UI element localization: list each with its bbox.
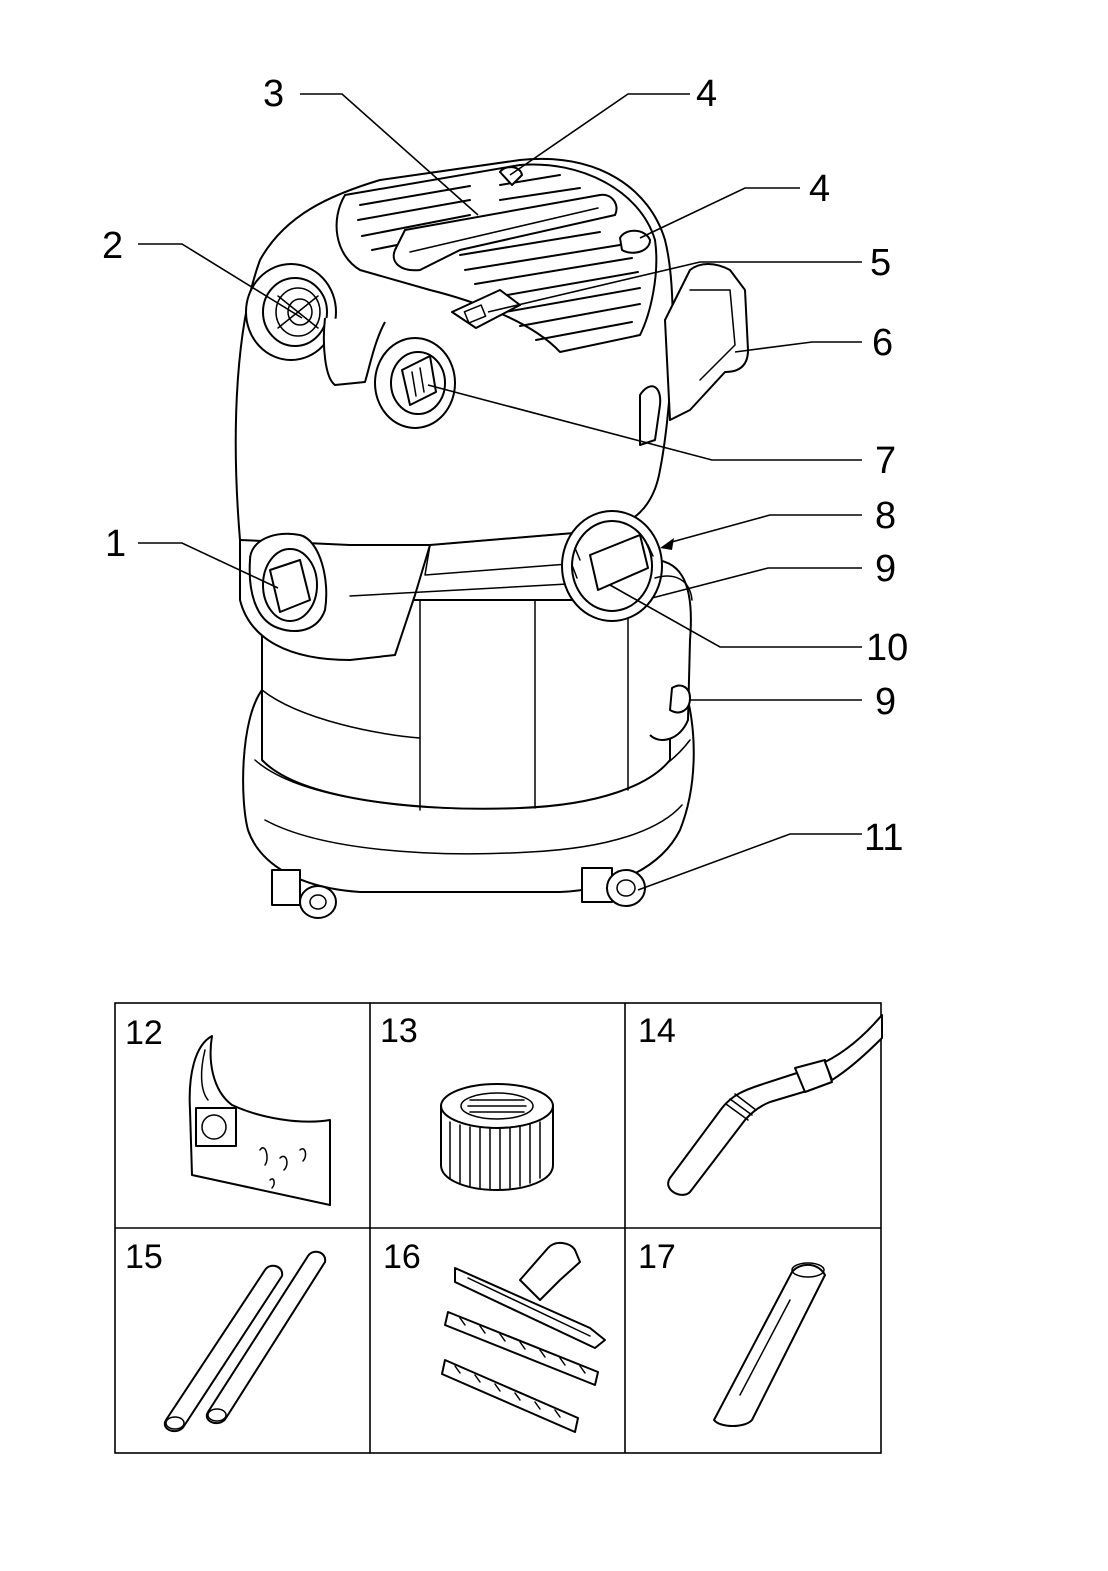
callout-4-right: 4 (809, 168, 830, 210)
callout-11: 11 (864, 817, 903, 859)
suction-tubes-icon (165, 1252, 325, 1431)
callout-6: 6 (872, 322, 893, 364)
castor-right (582, 868, 645, 906)
callout-10: 10 (866, 627, 908, 669)
callout-3: 3 (263, 73, 284, 115)
callout-2: 2 (102, 225, 123, 267)
accessory-number-16: 16 (383, 1238, 421, 1276)
callout-9-upper: 9 (875, 548, 896, 590)
callout-8: 8 (875, 495, 896, 537)
accessory-number-15: 15 (125, 1238, 163, 1276)
rotary-switch (375, 338, 455, 428)
accessories-grid: 12 13 14 15 16 17 (115, 1003, 882, 1453)
suction-connection (250, 534, 327, 631)
callout-4-top: 4 (696, 73, 717, 115)
filter-lock-knob (562, 511, 662, 621)
accessory-number-14: 14 (638, 1012, 676, 1050)
rear-push-handle (665, 264, 748, 420)
suction-hose-icon (668, 1015, 882, 1195)
filter-bag-icon (190, 1036, 330, 1205)
callout-9-lower: 9 (875, 681, 896, 723)
accessory-number-12: 12 (125, 1014, 163, 1052)
cartridge-filter-icon (441, 1084, 553, 1190)
accessory-number-17: 17 (638, 1238, 676, 1276)
accessory-number-13: 13 (380, 1012, 418, 1050)
callout-5: 5 (870, 242, 891, 284)
callout-7: 7 (875, 440, 896, 482)
crevice-nozzle-icon (714, 1263, 825, 1426)
vacuum-cleaner-illustration (236, 159, 748, 918)
floor-nozzle-icon (442, 1243, 605, 1432)
callout-1: 1 (105, 523, 126, 565)
